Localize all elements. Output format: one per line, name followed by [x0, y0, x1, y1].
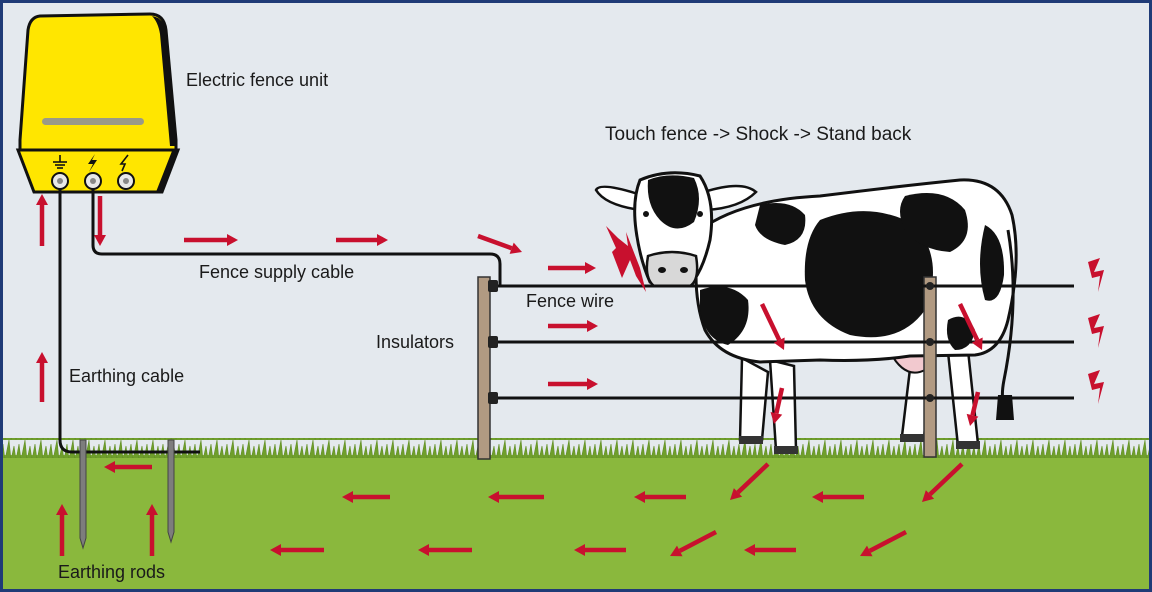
- current-arrow-head: [860, 545, 873, 557]
- current-arrow-head: [36, 194, 48, 205]
- unit-shadow: [152, 16, 176, 146]
- shock-bolts-right: [1088, 258, 1104, 404]
- unit-body: [18, 12, 178, 152]
- current-arrow-head: [812, 491, 823, 503]
- current-arrow-shaft: [868, 530, 908, 553]
- current-arrow-shaft: [759, 303, 782, 342]
- cow-muzzle: [645, 250, 699, 288]
- current-arrow-head: [377, 234, 388, 246]
- current-arrow-shaft: [736, 462, 770, 495]
- cow-tail-tip: [996, 395, 1014, 420]
- current-arrow-head: [634, 491, 645, 503]
- current-arrow-head: [587, 320, 598, 332]
- current-arrow-shaft: [678, 530, 718, 553]
- current-arrow-shaft: [928, 462, 964, 497]
- insulators: [488, 280, 934, 404]
- supply-cable-label: Fence supply cable: [199, 262, 355, 282]
- cow-ear-left: [594, 185, 642, 212]
- unit-label: Electric fence unit: [186, 70, 329, 90]
- fence-supply-cable: [91, 189, 502, 286]
- current-arrow-shaft: [774, 387, 785, 414]
- cow-spots: [700, 193, 1005, 350]
- earthing-rods-label: Earthing rods: [58, 562, 166, 582]
- fence-unit: [15, 12, 181, 194]
- cow-head: [594, 171, 758, 288]
- current-arrow-shaft: [477, 233, 513, 251]
- current-arrow-head: [227, 234, 238, 246]
- earthing-rods: [79, 439, 175, 550]
- earth-terminal-icon: [53, 155, 67, 169]
- grass-edge: [0, 438, 1152, 458]
- spare-terminal-icon: [119, 154, 129, 172]
- fence-wire-label: Fence wire: [526, 291, 615, 311]
- earth-terminal: [51, 172, 69, 190]
- current-arrow-head: [270, 544, 281, 556]
- unit-handle: [42, 118, 144, 125]
- current-arrow-head: [744, 544, 755, 556]
- current-arrow-head: [418, 544, 429, 556]
- current-arrow-head: [585, 262, 596, 274]
- current-arrow-head: [730, 488, 743, 500]
- cow-eye-right: [697, 211, 703, 217]
- current-arrow-shaft: [970, 391, 981, 416]
- current-arrow-head: [966, 413, 979, 426]
- current-arrow-head: [36, 352, 48, 363]
- current-arrow-head: [56, 504, 68, 515]
- cow-nostril-right: [680, 267, 688, 273]
- current-arrow-head: [971, 337, 983, 350]
- current-arrow-shaft: [957, 303, 980, 342]
- tagline-label: Touch fence -> Shock -> Stand back: [605, 124, 912, 145]
- current-flow-arrows: [36, 194, 983, 557]
- earthing-cable-label: Earthing cable: [69, 366, 185, 386]
- current-arrow-head: [509, 242, 522, 254]
- fence-post-left: [477, 276, 491, 460]
- fence-terminal-icon: [88, 154, 97, 172]
- unit-base-shadow: [156, 151, 178, 192]
- current-arrow-head: [773, 337, 785, 350]
- current-arrow-head: [922, 490, 935, 502]
- fence-terminal: [84, 172, 102, 190]
- earthing-cable: [58, 189, 200, 454]
- cow-face-patch: [647, 175, 699, 229]
- current-arrow-head: [587, 378, 598, 390]
- current-arrow-head: [104, 461, 115, 473]
- current-arrow-head: [670, 545, 683, 557]
- current-arrow-head: [488, 491, 499, 503]
- current-arrow-head: [574, 544, 585, 556]
- insulators-label: Insulators: [376, 332, 455, 352]
- cow-eye-left: [643, 211, 649, 217]
- spare-terminal: [117, 172, 135, 190]
- current-arrow-head: [342, 491, 353, 503]
- shock-bolt-icon: [606, 226, 646, 292]
- ground: [0, 455, 1152, 592]
- current-arrow-head: [770, 411, 783, 424]
- current-arrow-head: [146, 504, 158, 515]
- fence-post-right: [923, 276, 937, 458]
- cow-ear-right: [702, 184, 758, 212]
- cow-nostril-left: [658, 267, 666, 273]
- cow-hooves: [739, 434, 980, 454]
- current-arrow-head: [94, 235, 106, 246]
